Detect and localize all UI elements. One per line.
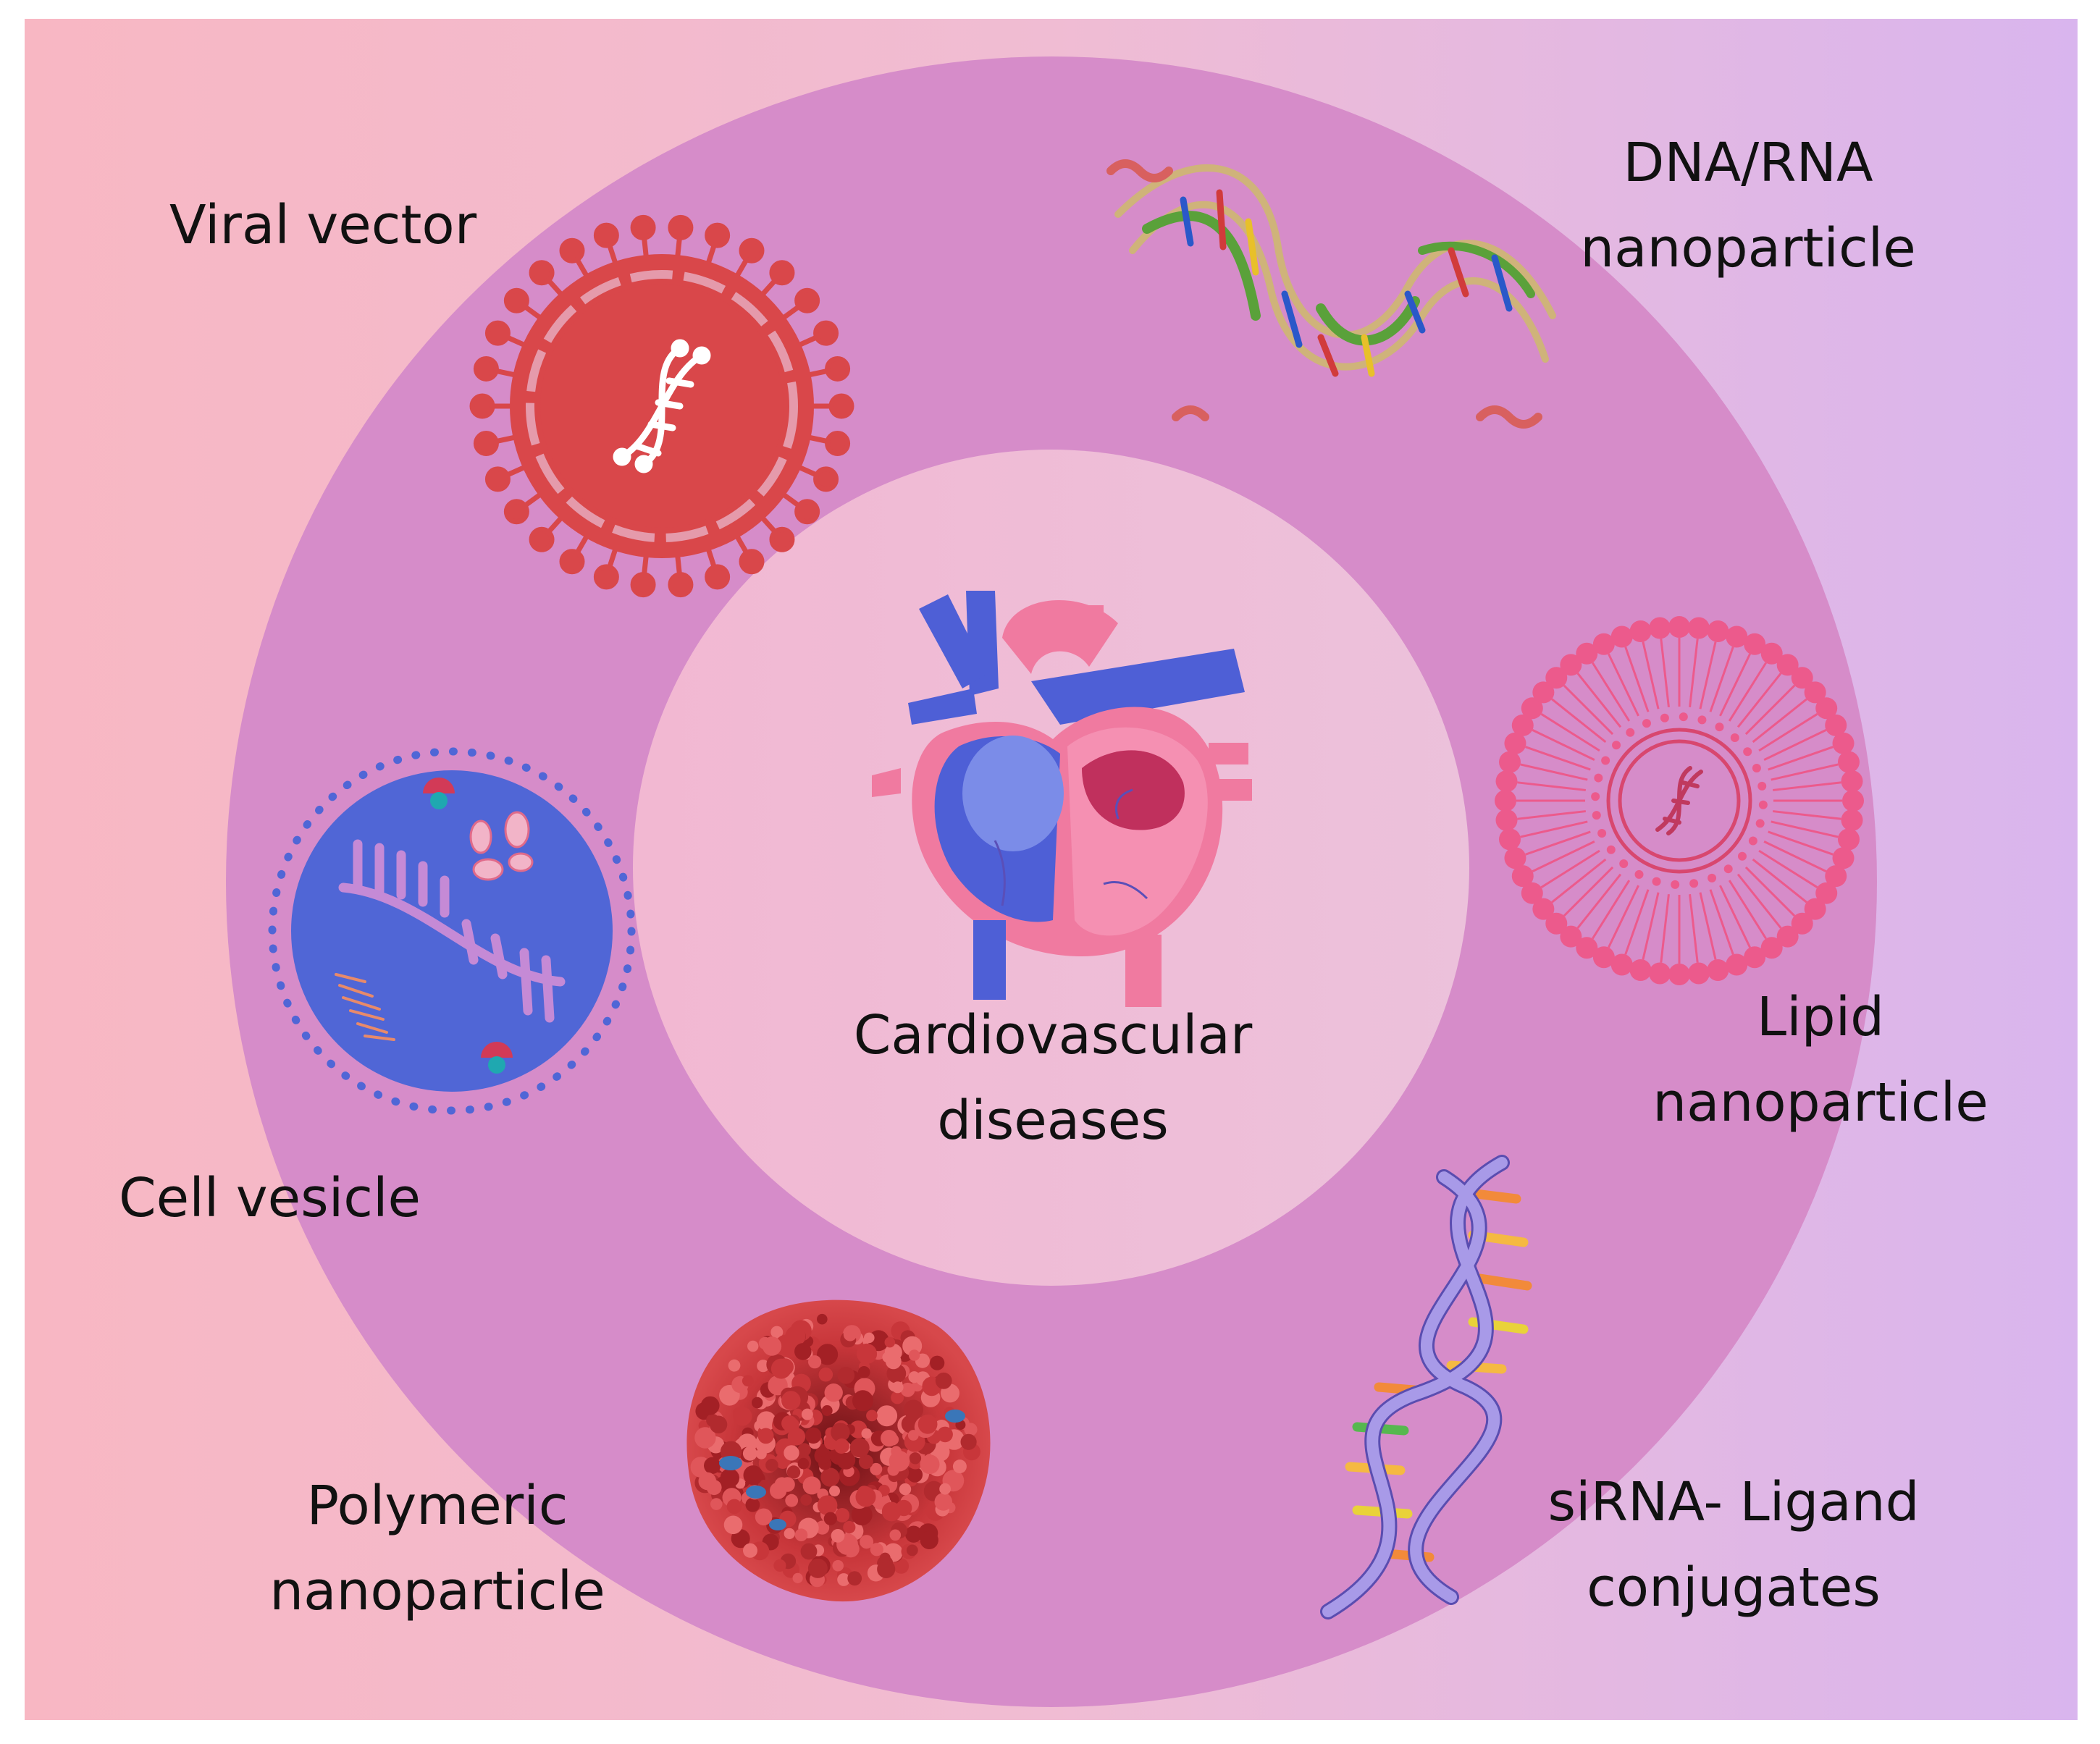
lipid-dna-icon	[1655, 766, 1703, 835]
label-polymeric-line1: Polymeric	[306, 1475, 568, 1537]
label-center: Cardiovascular diseases	[818, 993, 1288, 1163]
viral-vector-icon	[469, 214, 854, 598]
dna-rna-nanoparticle-icon	[1106, 159, 1556, 429]
dna-helix-icon	[613, 339, 711, 473]
diagram-frame: Viral vector DNA/RNA nanoparticle Lipid …	[25, 19, 2078, 1720]
label-polymeric-nanoparticle: Polymeric nanoparticle	[220, 1463, 655, 1634]
cell-vesicle-icon	[268, 747, 636, 1115]
label-lipid-nanoparticle: Lipid nanoparticle	[1618, 974, 2023, 1145]
label-sirna-line1: siRNA- Ligand	[1547, 1471, 1920, 1533]
vesicle-strands-icon	[335, 973, 395, 1041]
heart-icon	[872, 591, 1252, 1007]
label-center-line1: Cardiovascular	[853, 1004, 1253, 1066]
label-center-line2: diseases	[937, 1090, 1169, 1152]
label-cell-vesicle: Cell vesicle	[119, 1155, 421, 1241]
label-sirna-ligand-conjugates: siRNA- Ligand conjugates	[1502, 1459, 1965, 1630]
label-dna-rna-line1: DNA/RNA	[1623, 132, 1873, 194]
label-viral-vector-text: Viral vector	[169, 194, 477, 256]
label-lipid-line2: nanoparticle	[1652, 1071, 1988, 1134]
sirna-ligand-conjugate-icon	[1320, 1155, 1532, 1619]
vesicle-fragments-icon	[469, 811, 534, 881]
label-cell-vesicle-text: Cell vesicle	[119, 1167, 421, 1229]
vesicle-protein-icon	[423, 778, 513, 1074]
label-sirna-line2: conjugates	[1587, 1556, 1881, 1619]
label-dna-rna-line2: nanoparticle	[1580, 217, 1916, 279]
label-viral-vector: Viral vector	[169, 182, 476, 268]
lipid-nanoparticle-icon	[1495, 616, 1864, 985]
label-polymeric-line2: nanoparticle	[269, 1560, 605, 1622]
polymeric-nanoparticle-icon	[686, 1299, 991, 1602]
label-lipid-line1: Lipid	[1756, 986, 1885, 1048]
label-dna-rna-nanoparticle: DNA/RNA nanoparticle	[1516, 120, 1980, 291]
